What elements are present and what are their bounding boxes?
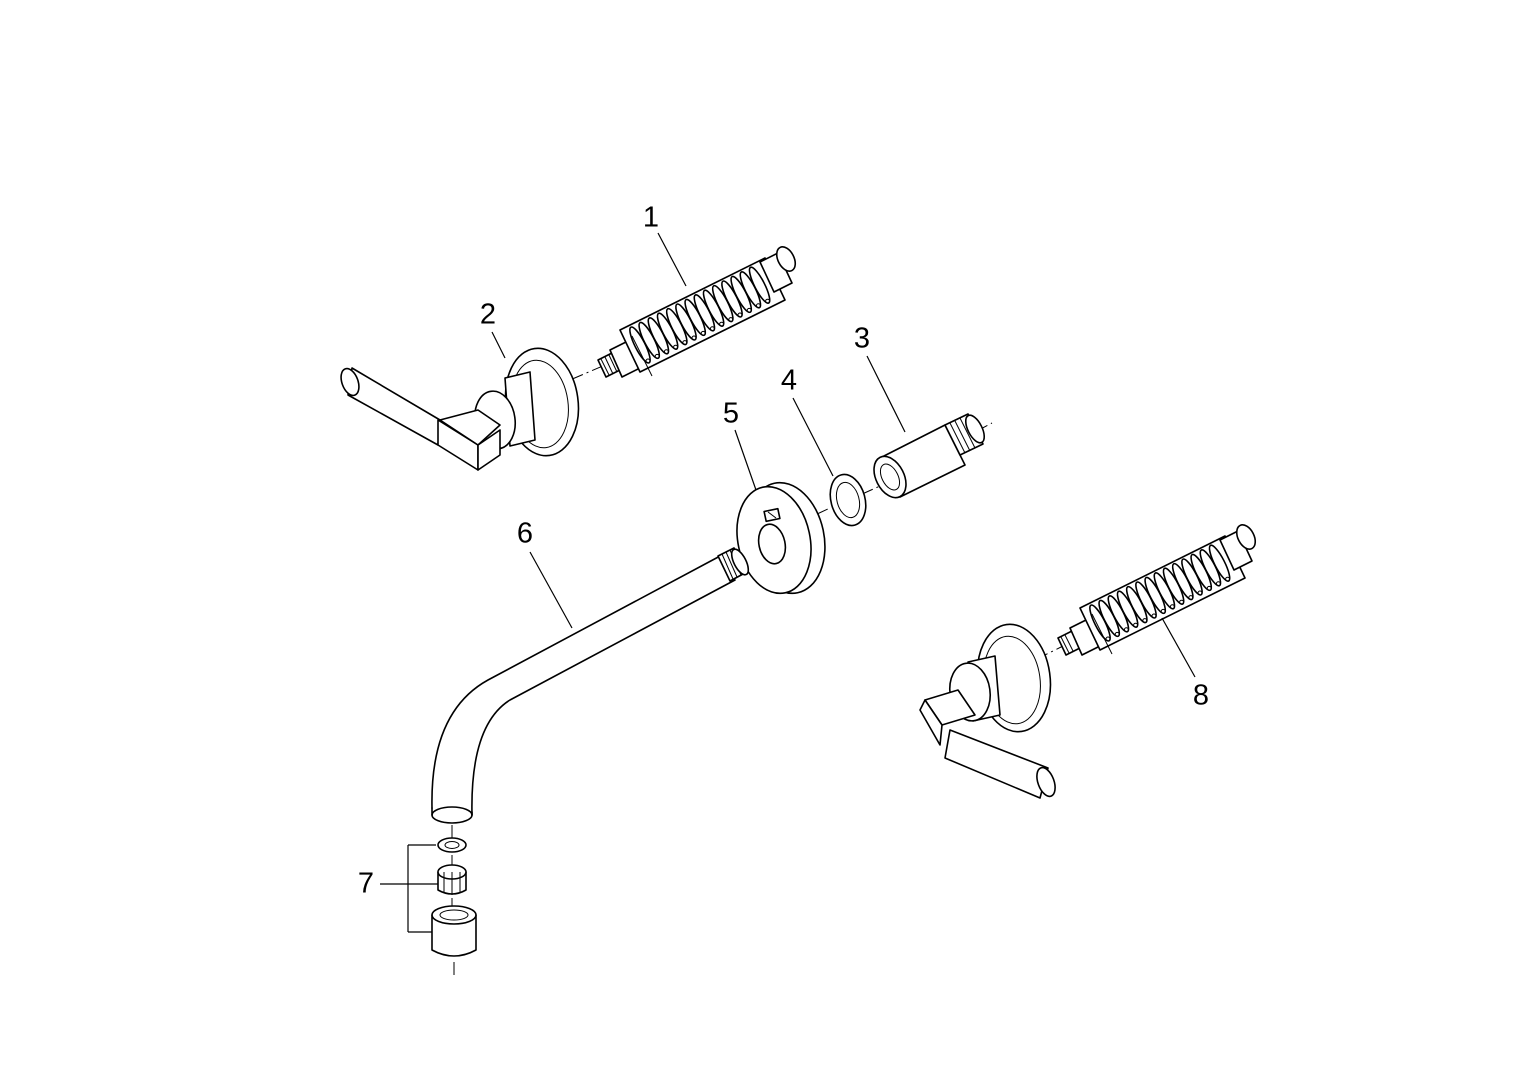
spout	[431, 547, 750, 824]
label-1: 1	[642, 201, 660, 234]
rib-dot	[737, 312, 743, 318]
rib-dot	[765, 298, 771, 304]
washer	[814, 473, 867, 527]
rib-dot	[1151, 613, 1157, 619]
cartridge-lower	[1034, 524, 1257, 661]
rib-dot	[746, 307, 752, 313]
rosette	[736, 481, 826, 595]
label-6: 6	[516, 517, 534, 550]
label-7: 7	[357, 867, 375, 900]
rib-dot	[709, 326, 715, 332]
rib-dot	[1169, 604, 1175, 610]
extension-sleeve	[859, 413, 993, 499]
label-5: 5	[722, 397, 740, 430]
rib-dot	[1215, 581, 1221, 587]
label-4: 4	[780, 364, 798, 397]
rib-dot	[663, 349, 669, 355]
rib-dot	[1179, 599, 1185, 605]
cartridge-upper	[569, 246, 797, 381]
label-2: 2	[479, 298, 497, 331]
rib-dot	[1197, 590, 1203, 596]
rib-dot	[1114, 631, 1120, 637]
lever-handle-lower	[919, 623, 1056, 799]
label-3: 3	[853, 322, 871, 355]
rib-dot	[682, 340, 688, 346]
rib-dot	[1206, 585, 1212, 591]
rib-dot	[673, 344, 679, 350]
label-8: 8	[1192, 679, 1210, 712]
rib-dot	[719, 321, 725, 327]
rib-dot	[700, 330, 706, 336]
aerator-set	[380, 825, 477, 975]
rib-dot	[691, 335, 697, 341]
leader-lines	[491, 232, 1196, 678]
lever-handle-upper	[340, 347, 580, 471]
rib-dot	[1123, 627, 1129, 633]
rib-dot	[1188, 595, 1194, 601]
rib-dot	[1160, 608, 1166, 614]
rib-dot	[728, 317, 734, 323]
rib-dot	[1142, 618, 1148, 624]
rib-dot	[1225, 576, 1231, 582]
rib-dot	[1133, 622, 1139, 628]
rib-dot	[654, 353, 660, 359]
rib-dot	[1105, 636, 1111, 642]
rib-dot	[645, 358, 651, 364]
rib-dot	[755, 303, 761, 309]
